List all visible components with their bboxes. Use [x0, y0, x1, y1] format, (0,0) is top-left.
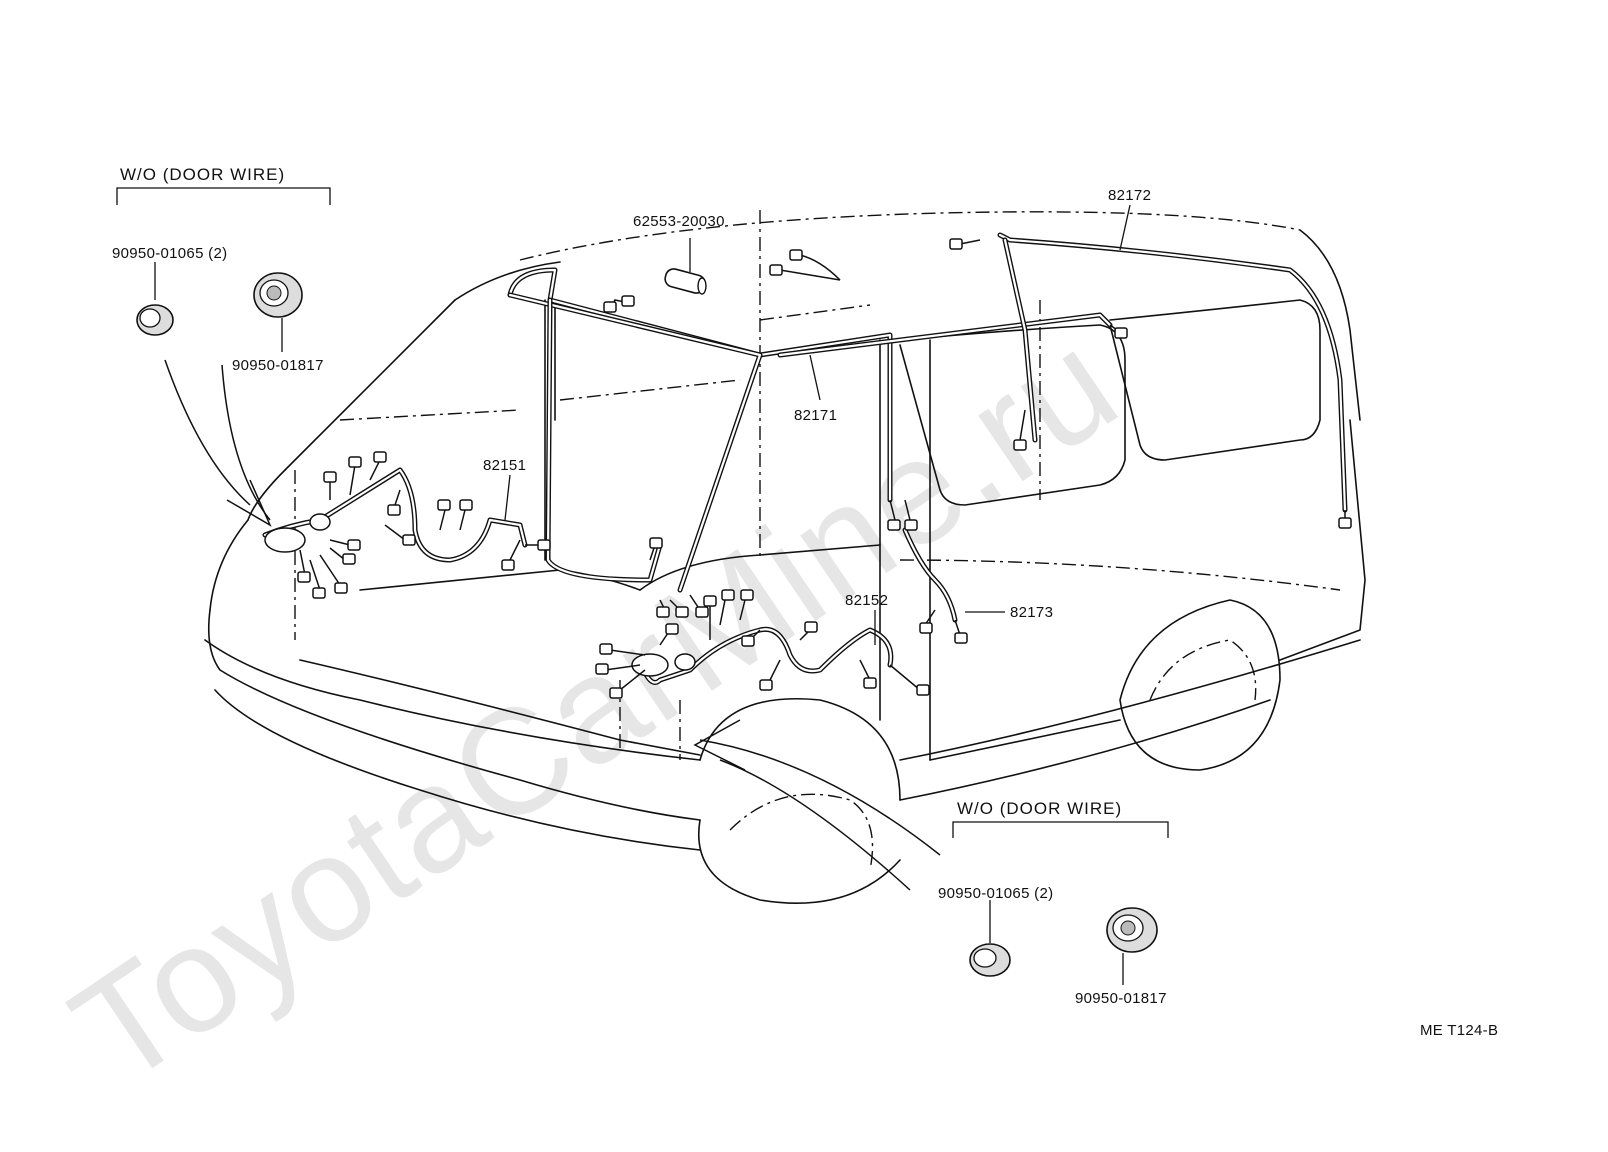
grommet-90950-01065-front — [136, 304, 174, 336]
label-grommet-a-side: 90950-01065 (2) — [938, 885, 1053, 902]
leader-lines — [116, 187, 1169, 985]
bracket-side — [952, 821, 1169, 838]
watermark: ToyotaCarMine.ru — [44, 297, 1146, 1116]
group-header-front: W/O (DOOR WIRE) — [120, 165, 285, 184]
bracket-front — [116, 187, 331, 205]
grommet-90950-01817-front — [253, 272, 303, 318]
label-82172: 82172 — [1108, 187, 1151, 204]
label-82171: 82171 — [794, 407, 837, 424]
label-82151: 82151 — [483, 457, 526, 474]
group-header-side: W/O (DOOR WIRE) — [957, 799, 1122, 818]
reference-code: ME T124-B — [1420, 1022, 1498, 1039]
label-82173: 82173 — [1010, 604, 1053, 621]
label-62553-20030: 62553-20030 — [633, 213, 725, 230]
label-82152: 82152 — [845, 592, 888, 609]
callout-arrows — [164, 359, 941, 891]
labels: W/O (DOOR WIRE) W/O (DOOR WIRE) 62553-20… — [112, 165, 1498, 1039]
grommet-90950-01065-side — [969, 943, 1011, 977]
label-grommet-b-front: 90950-01817 — [232, 357, 324, 374]
label-grommet-b-side: 90950-01817 — [1075, 990, 1167, 1007]
vehicle-body — [204, 210, 1366, 904]
roof-clip-part — [664, 268, 707, 295]
grommet-90950-01817-side — [1106, 907, 1158, 953]
label-grommet-a-front: 90950-01065 (2) — [112, 245, 227, 262]
wire-harnesses — [262, 232, 1352, 699]
